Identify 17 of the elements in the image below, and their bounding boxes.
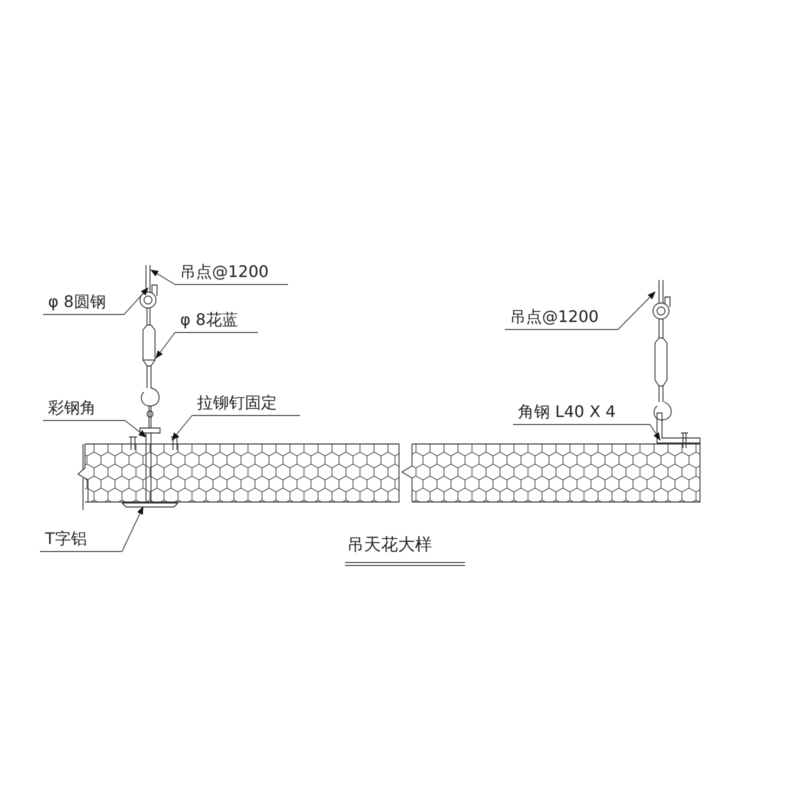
leader-line bbox=[172, 415, 192, 441]
label-text: φ 8花蓝 bbox=[175, 309, 258, 333]
label-text: 吊点@1200 bbox=[175, 261, 288, 285]
label-text: 吊点@1200 bbox=[505, 306, 618, 330]
leader-line bbox=[618, 291, 656, 330]
leader-line bbox=[124, 287, 149, 315]
leader-line bbox=[150, 270, 176, 285]
leader-line bbox=[650, 424, 660, 441]
label-text: 彩钢角 bbox=[43, 397, 125, 421]
label-text: φ 8圆钢 bbox=[43, 291, 124, 315]
leader-line bbox=[124, 420, 147, 438]
label-text: 拉铆钉固定 bbox=[192, 392, 300, 416]
drawing-title: 吊天花大样 bbox=[345, 534, 465, 566]
leader-line bbox=[156, 332, 176, 359]
label-text: 角钢 L40 X 4 bbox=[513, 401, 650, 425]
leader-line bbox=[122, 506, 144, 552]
label-text: T字铝 bbox=[40, 528, 122, 552]
